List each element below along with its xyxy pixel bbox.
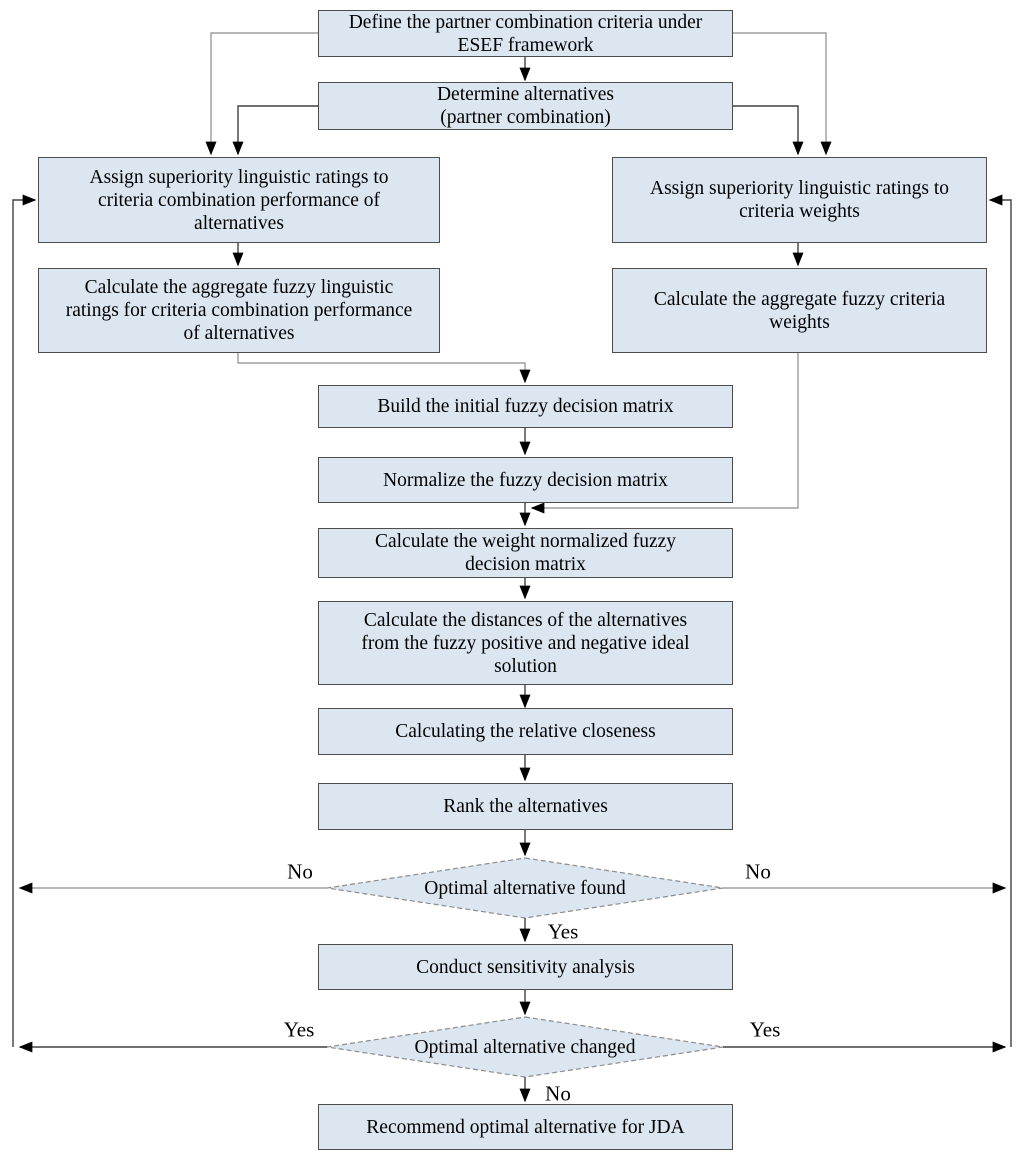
step-normalize-decision-matrix-label: Normalize the fuzzy decision matrix <box>383 469 668 491</box>
step-weight-normalized-matrix: Calculate the weight normalized fuzzy de… <box>318 528 733 578</box>
edge-define-to-assign-left <box>205 32 318 156</box>
step-build-decision-matrix: Build the initial fuzzy decision matrix <box>318 385 733 428</box>
step-recommend-jda-label: Recommend optimal alternative for JDA <box>366 1116 685 1138</box>
edge-determine-to-assign-left <box>232 105 318 156</box>
decision-optimal-found: Optimal alternative found <box>375 866 675 910</box>
step-aggregate-linguistic-ratings: Calculate the aggregate fuzzy linguistic… <box>38 268 440 353</box>
step-calculate-distances: Calculate the distances of the alternati… <box>318 601 733 685</box>
branch-label-changed-yes-left: Yes <box>283 1017 315 1042</box>
step-assign-ratings-weights: Assign superiority linguistic ratings to… <box>612 157 987 243</box>
step-assign-ratings-alternatives-label: Assign superiority linguistic ratings to… <box>89 166 389 234</box>
step-calculate-distances-label: Calculate the distances of the alternati… <box>361 609 690 677</box>
edge-aggregate-right-to-junction <box>530 353 799 514</box>
step-define-criteria: Define the partner combination criteria … <box>318 10 733 57</box>
step-weight-normalized-matrix-label: Calculate the weight normalized fuzzy de… <box>374 531 677 575</box>
step-relative-closeness: Calculating the relative closeness <box>318 708 733 755</box>
step-sensitivity-analysis-label: Conduct sensitivity analysis <box>416 956 635 978</box>
step-define-criteria-label: Define the partner combination criteria … <box>348 11 703 56</box>
step-determine-alternatives: Determine alternatives (partner combinat… <box>318 82 733 130</box>
step-sensitivity-analysis: Conduct sensitivity analysis <box>318 944 733 990</box>
step-aggregate-criteria-weights: Calculate the aggregate fuzzy criteria w… <box>612 268 987 353</box>
branch-label-changed-yes-right: Yes <box>749 1017 781 1042</box>
step-normalize-decision-matrix: Normalize the fuzzy decision matrix <box>318 457 733 503</box>
step-aggregate-criteria-weights-label: Calculate the aggregate fuzzy criteria w… <box>653 288 946 333</box>
edge-feedback-right-loop <box>988 194 1012 1047</box>
branch-label-found-yes: Yes <box>547 919 579 944</box>
step-rank-alternatives-label: Rank the alternatives <box>443 796 608 817</box>
edge-feedback-left-loop <box>12 194 37 1047</box>
decision-optimal-changed-label: Optimal alternative changed <box>414 1036 636 1058</box>
branch-label-found-no-right: No <box>745 859 771 884</box>
edge-determine-to-assign-right <box>733 105 804 156</box>
step-build-decision-matrix-label: Build the initial fuzzy decision matrix <box>377 396 674 417</box>
step-recommend-jda: Recommend optimal alternative for JDA <box>318 1104 733 1150</box>
step-aggregate-linguistic-ratings-label: Calculate the aggregate fuzzy linguistic… <box>65 277 413 344</box>
branch-label-found-no-left: No <box>287 859 313 884</box>
step-rank-alternatives: Rank the alternatives <box>318 783 733 830</box>
step-assign-ratings-weights-label: Assign superiority linguistic ratings to… <box>650 178 949 222</box>
edge-define-to-assign-right <box>733 32 832 156</box>
branch-label-changed-no: No <box>545 1081 571 1106</box>
edge-aggregate-left-to-build <box>237 353 531 384</box>
step-assign-ratings-alternatives: Assign superiority linguistic ratings to… <box>38 157 440 243</box>
step-determine-alternatives-label: Determine alternatives (partner combinat… <box>436 84 615 128</box>
step-relative-closeness-label: Calculating the relative closeness <box>395 721 656 742</box>
decision-optimal-changed: Optimal alternative changed <box>375 1025 675 1069</box>
decision-optimal-found-label: Optimal alternative found <box>424 877 626 899</box>
